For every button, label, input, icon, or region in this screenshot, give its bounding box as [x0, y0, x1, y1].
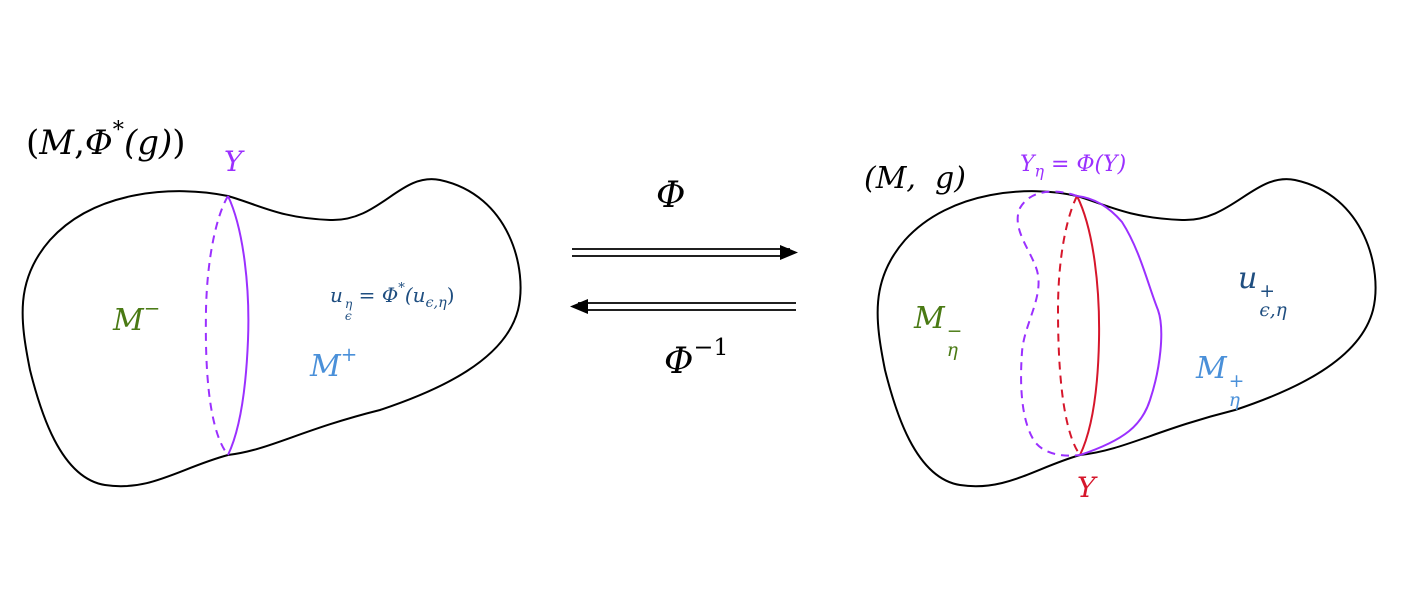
right-u-base: u	[1238, 261, 1258, 296]
right-m-minus-label: M−η	[914, 304, 962, 360]
left-u-star: *	[398, 281, 405, 297]
right-u-sub: ϵ,η	[1259, 299, 1287, 321]
left-m-plus-sup: +	[340, 343, 358, 367]
right-u-label: u+ϵ,η	[1238, 264, 1287, 320]
left-u-phi: Φ	[381, 283, 399, 307]
right-u-sup: +	[1259, 281, 1275, 302]
right-gamma-red-front	[1076, 195, 1101, 456]
right-gamma-label: Υ	[1077, 471, 1096, 504]
right-gamma-eta-label: Υη = Φ(Υ)	[1020, 154, 1126, 179]
left-space-close: )	[172, 123, 186, 163]
left-space-m: M	[39, 123, 75, 163]
left-m-minus-sup: −	[143, 297, 161, 321]
left-u-eq: =	[352, 283, 382, 307]
left-u-base: u	[330, 283, 343, 307]
right-space-label: (M, g)	[864, 161, 966, 196]
backward-map-sup: −1	[693, 333, 729, 362]
right-m-plus-sup: +	[1228, 371, 1245, 392]
right-gamma-eta-front	[1076, 195, 1163, 456]
right-m-plus-label: M+η	[1196, 354, 1244, 410]
left-space-label: (M,Φ*(g))	[26, 119, 186, 163]
right-m-minus-sub: η	[946, 339, 958, 361]
left-m-minus-base: M	[113, 303, 144, 338]
left-space-open: (	[26, 123, 40, 163]
left-manifold-outline	[21, 178, 522, 488]
right-m-minus-sup: −	[946, 321, 963, 342]
right-gamma-eta-back	[1016, 190, 1081, 457]
forward-arrow	[572, 245, 798, 260]
right-m-plus-base: M	[1196, 351, 1227, 386]
left-m-plus-base: M	[310, 349, 341, 384]
left-m-minus-label: M−	[113, 299, 160, 338]
right-m-plus-sub: η	[1228, 389, 1240, 411]
left-space-comma: ,	[74, 123, 85, 163]
right-gamma-eta-eq: =	[1044, 152, 1077, 177]
left-gamma-curve-front	[227, 195, 250, 456]
backward-map-label: Φ−1	[664, 335, 729, 382]
left-space-star: *	[112, 117, 124, 144]
forward-map-label: Φ	[656, 175, 686, 216]
left-u-sub: ϵ	[344, 308, 352, 324]
backward-arrow	[570, 299, 796, 314]
right-gamma-eta-base: Υ	[1020, 152, 1035, 177]
right-gamma-eta-phi: Φ(Υ)	[1076, 152, 1127, 177]
right-gamma-red-back	[1056, 195, 1081, 456]
right-m-minus-base: M	[914, 301, 945, 336]
left-u-arg-close: )	[446, 283, 455, 307]
left-u-arg-sub: ϵ,η	[425, 295, 447, 312]
left-m-plus-label: M+	[310, 345, 357, 384]
left-gamma-label: Υ	[224, 145, 243, 178]
left-u-sup: η	[344, 296, 353, 311]
left-space-phi: Φ	[84, 123, 113, 163]
right-gamma-eta-sub: η	[1034, 161, 1045, 181]
backward-map-base: Φ	[664, 341, 694, 382]
left-u-arg-open: (u	[404, 283, 426, 307]
right-manifold-outline	[876, 178, 1377, 488]
left-space-g: (g)	[124, 123, 173, 163]
left-gamma-curve-back	[204, 195, 229, 456]
